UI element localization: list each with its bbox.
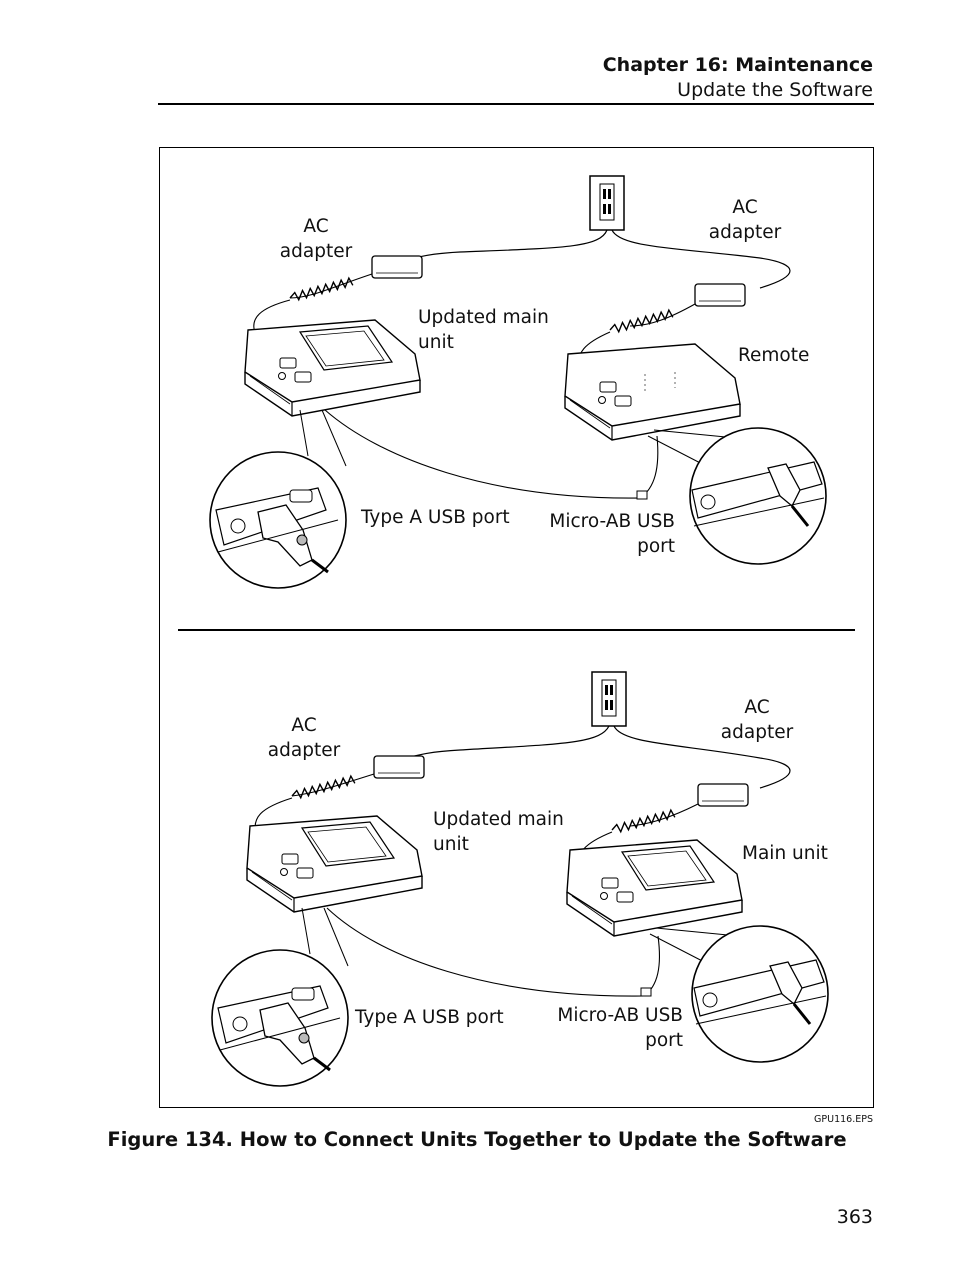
bottom-updated-main-unit-line2: unit bbox=[433, 834, 469, 855]
top-remote-label: Remote bbox=[738, 345, 810, 366]
connection-illustration bbox=[208, 175, 830, 1088]
bottom-type-a-usb-label: Type A USB port bbox=[355, 1007, 504, 1028]
top-updated-main-unit-line1: Updated main bbox=[418, 307, 549, 328]
top-micro-ab-usb-line1: Micro-AB USB bbox=[549, 511, 675, 532]
bottom-ac-adapter-right-line1: AC bbox=[744, 697, 770, 718]
panel-divider bbox=[178, 629, 855, 631]
figure-caption: Figure 134. How to Connect Units Togethe… bbox=[107, 1128, 847, 1151]
chapter-heading: Chapter 16: Maintenance bbox=[602, 54, 873, 76]
bottom-main-unit-label: Main unit bbox=[742, 843, 828, 864]
top-ac-adapter-left-line2: adapter bbox=[279, 241, 353, 262]
bottom-micro-ab-usb-line1: Micro-AB USB bbox=[557, 1005, 683, 1026]
page-number: 363 bbox=[836, 1206, 873, 1228]
top-ac-adapter-right-line1: AC bbox=[732, 197, 758, 218]
bottom-updated-main-unit-line1: Updated main bbox=[433, 809, 564, 830]
header-rule bbox=[158, 103, 874, 105]
figure-file-label: GPU116.EPS bbox=[814, 1114, 873, 1125]
top-ac-adapter-left-line1: AC bbox=[303, 216, 329, 237]
bottom-ac-adapter-left-line2: adapter bbox=[267, 740, 341, 761]
top-updated-main-unit-line2: unit bbox=[418, 332, 454, 353]
bottom-micro-ab-usb-line2: port bbox=[645, 1030, 683, 1051]
top-micro-ab-usb-line2: port bbox=[637, 536, 675, 557]
top-ac-adapter-right-line2: adapter bbox=[708, 222, 782, 243]
bottom-panel-drawing bbox=[210, 671, 830, 1088]
top-panel-drawing bbox=[208, 175, 828, 590]
top-type-a-usb-label: Type A USB port bbox=[361, 507, 510, 528]
figure-frame: AC adapter AC adapter Updated main unit … bbox=[159, 147, 874, 1108]
section-heading: Update the Software bbox=[677, 79, 873, 101]
bottom-ac-adapter-right-line2: adapter bbox=[720, 722, 794, 743]
bottom-ac-adapter-left-line1: AC bbox=[291, 715, 317, 736]
